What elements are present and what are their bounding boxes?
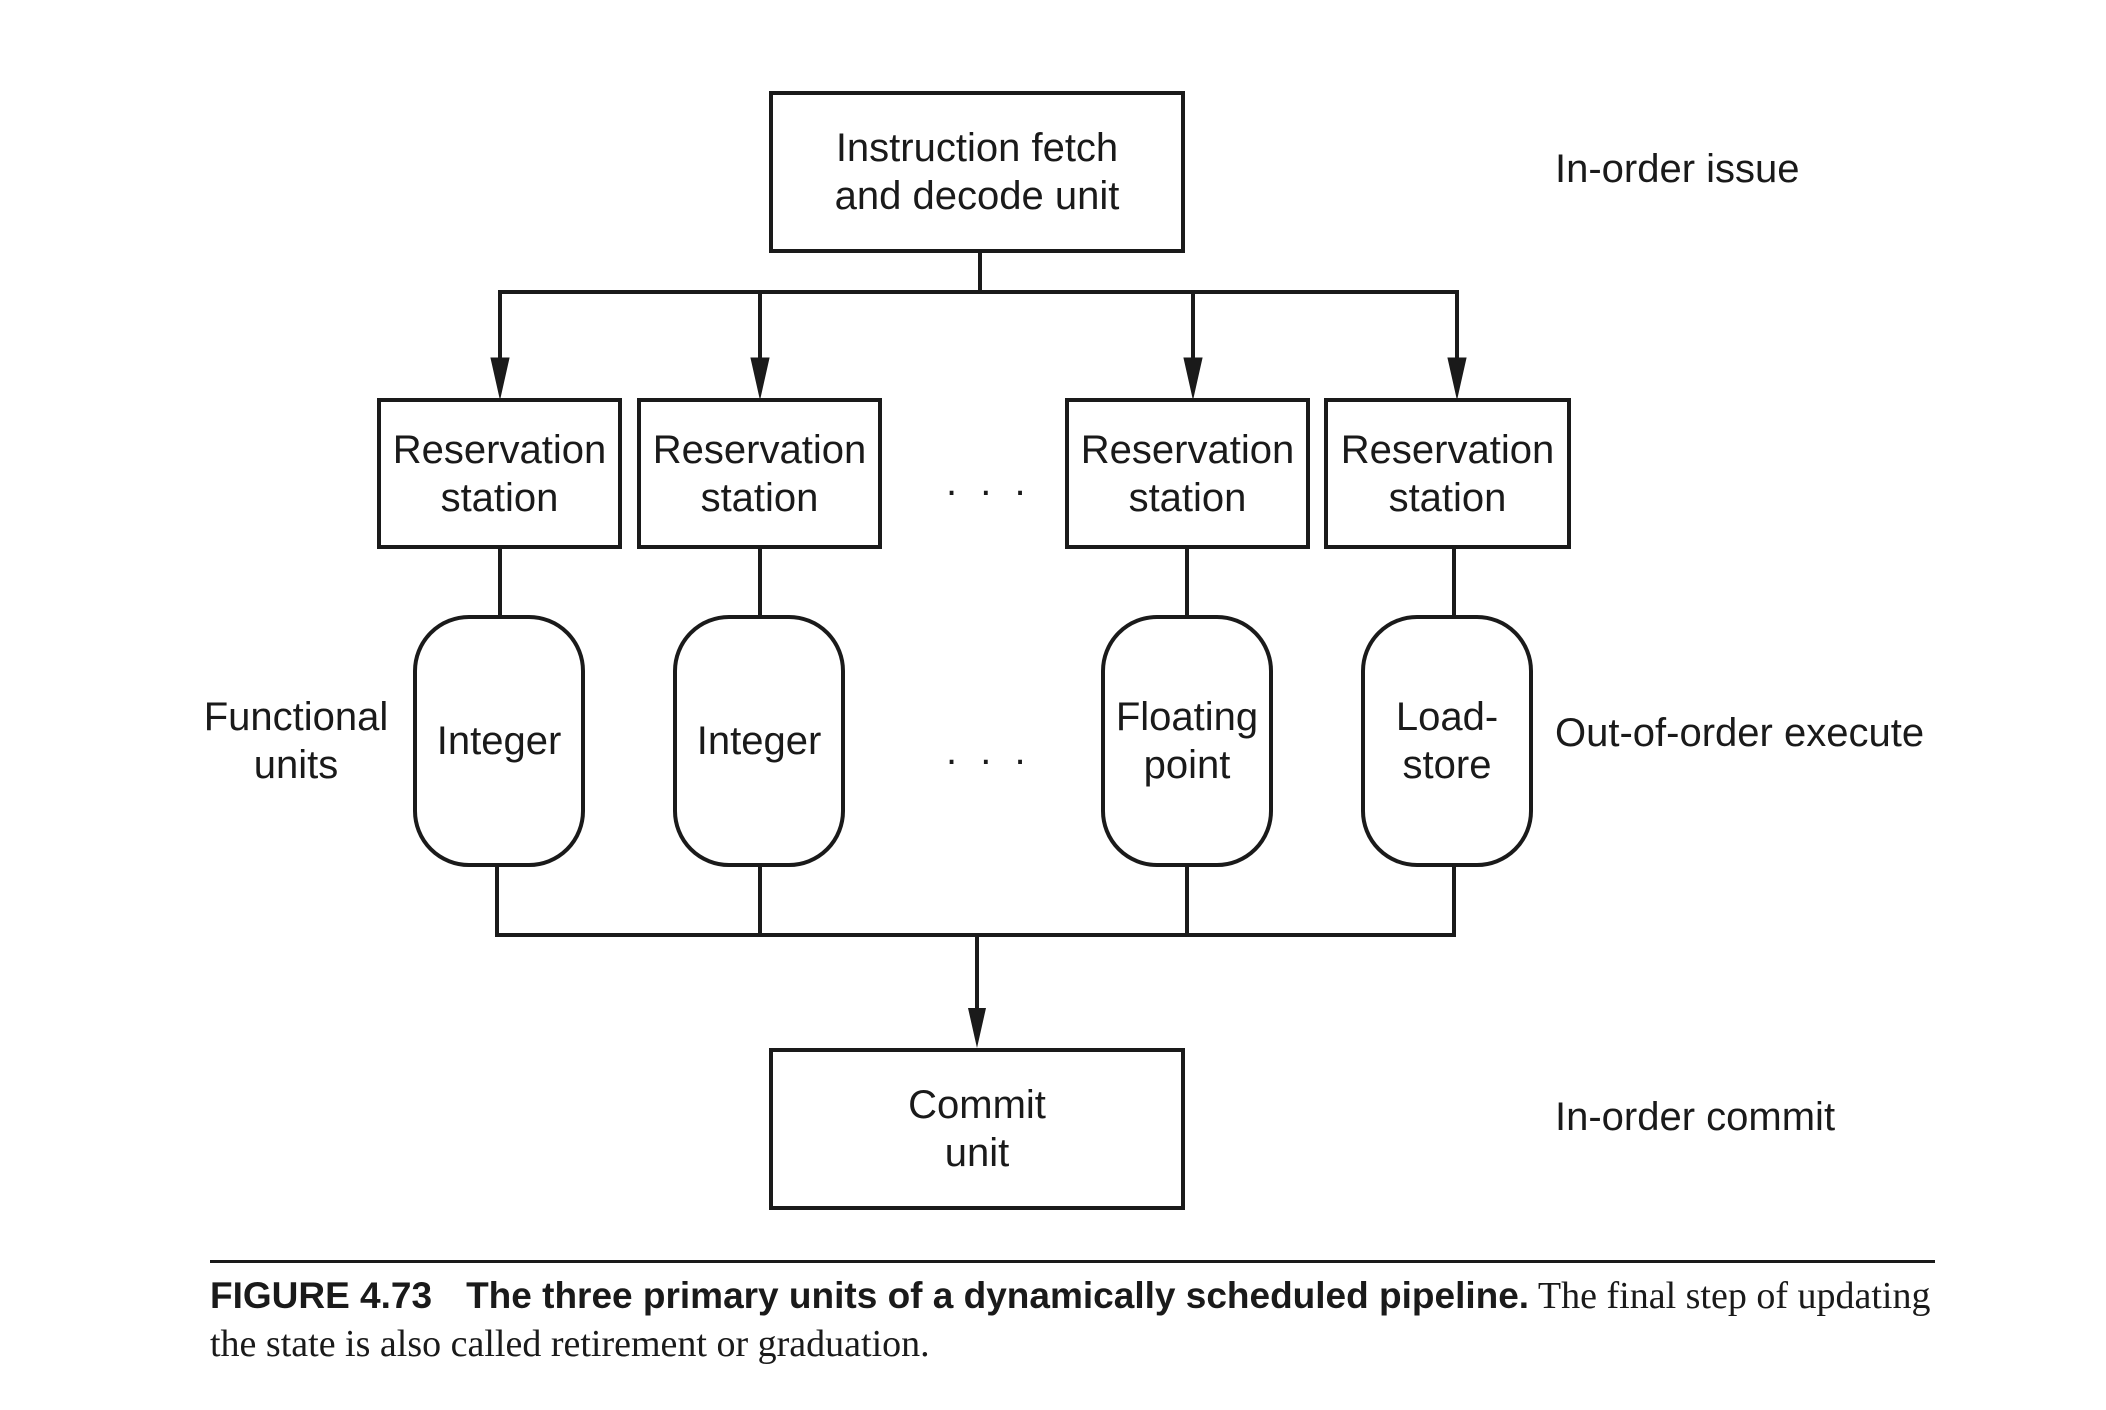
instruction-fetch-decode-unit: Instruction fetch and decode unit (769, 91, 1185, 253)
reservation-station-label: Reservation station (652, 427, 867, 520)
reservation-station-label: Reservation station (392, 427, 607, 520)
functional-units-label: Functional units (203, 695, 389, 787)
reservation-station-label: Reservation station (1340, 427, 1555, 520)
functional-unit-ellipsis: . . . (946, 729, 1032, 773)
functional-unit-label: Load- store (1395, 695, 1499, 787)
commit-unit-label: Commit unit (908, 1083, 1046, 1175)
reservation-station-ellipsis: . . . (946, 460, 1032, 504)
figure-caption: FIGURE 4.73 The three primary units of a … (210, 1272, 1940, 1368)
functional-unit-floating-point: Floating point (1101, 615, 1273, 867)
commit-unit: Commit unit (769, 1048, 1185, 1210)
functional-unit-label: Integer (696, 719, 822, 763)
caption-rule (210, 1260, 1935, 1263)
functional-unit-label: Integer (436, 719, 562, 763)
functional-unit-integer-2: Integer (673, 615, 845, 867)
functional-unit-integer-1: Integer (413, 615, 585, 867)
reservation-station-2: Reservation station (637, 398, 882, 549)
figure-caption-text: The final step of updating the state is … (210, 1275, 1931, 1365)
reservation-station-label: Reservation station (1080, 427, 1295, 520)
fetch-unit-label: Instruction fetch and decode unit (834, 126, 1120, 218)
issue-arrowhead-1 (490, 357, 510, 399)
functional-unit-label: Floating point (1115, 695, 1259, 787)
issue-arrowhead-2 (750, 357, 770, 399)
issue-arrowhead-4 (1447, 357, 1467, 399)
out-of-order-execute-label: Out-of-order execute (1555, 711, 1925, 755)
reservation-station-1: Reservation station (377, 398, 622, 549)
functional-unit-load-store: Load- store (1361, 615, 1533, 867)
reservation-station-3: Reservation station (1065, 398, 1310, 549)
figure-number: FIGURE 4.73 (210, 1275, 433, 1316)
in-order-commit-label: In-order commit (1555, 1095, 1836, 1139)
commit-arrowhead (968, 1008, 986, 1048)
in-order-issue-label: In-order issue (1555, 147, 1800, 191)
reservation-station-4: Reservation station (1324, 398, 1571, 549)
figure-title: The three primary units of a dynamically… (466, 1275, 1530, 1316)
issue-arrowhead-3 (1183, 357, 1203, 399)
